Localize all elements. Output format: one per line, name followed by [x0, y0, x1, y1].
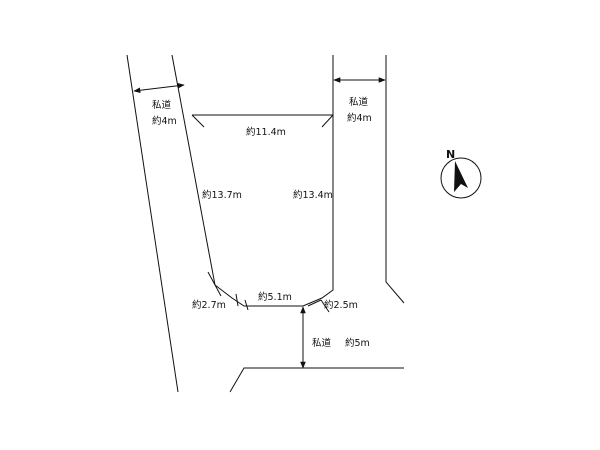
- boundary-tick: [235, 293, 239, 307]
- north-label: N: [446, 148, 455, 161]
- lot-outline: [192, 114, 334, 307]
- boundary-tick: [191, 114, 205, 128]
- lot-bottom-side-length: 約5.1m: [258, 291, 292, 303]
- left-road-edge-outer: [126, 54, 179, 393]
- north-arrow-icon: [454, 161, 468, 192]
- boundary-tick: [320, 299, 330, 313]
- boundary-tick: [307, 299, 322, 307]
- right-road-name: 私道: [349, 96, 369, 108]
- lot-right-side-length: 約13.4m: [293, 189, 333, 201]
- compass-circle: [440, 157, 482, 199]
- right-road-edge-outer: [385, 55, 405, 304]
- left-road-name: 私道: [152, 99, 172, 111]
- boundary-tick: [321, 114, 334, 128]
- left-road-width-arrow: [133, 82, 185, 94]
- lot-corner-cut-left-length: 約2.7m: [192, 299, 226, 311]
- left-road-width: 約4m: [152, 115, 177, 127]
- right-road-width: 約4m: [347, 112, 372, 124]
- boundary-tick: [244, 299, 249, 311]
- bottom-road-width: 約5m: [345, 337, 370, 349]
- bottom-road-name: 私道: [312, 337, 332, 349]
- boundary-tick: [207, 271, 222, 297]
- lot-left-side-length: 約13.7m: [202, 189, 242, 201]
- north-arrow-compass: N: [440, 148, 482, 199]
- lot-corner-cut-right-length: 約2.5m: [324, 299, 358, 311]
- left-road-edge-inner: [171, 54, 216, 286]
- bottom-road-edge: [229, 367, 404, 393]
- lot-top-side-length: 約11.4m: [246, 126, 286, 138]
